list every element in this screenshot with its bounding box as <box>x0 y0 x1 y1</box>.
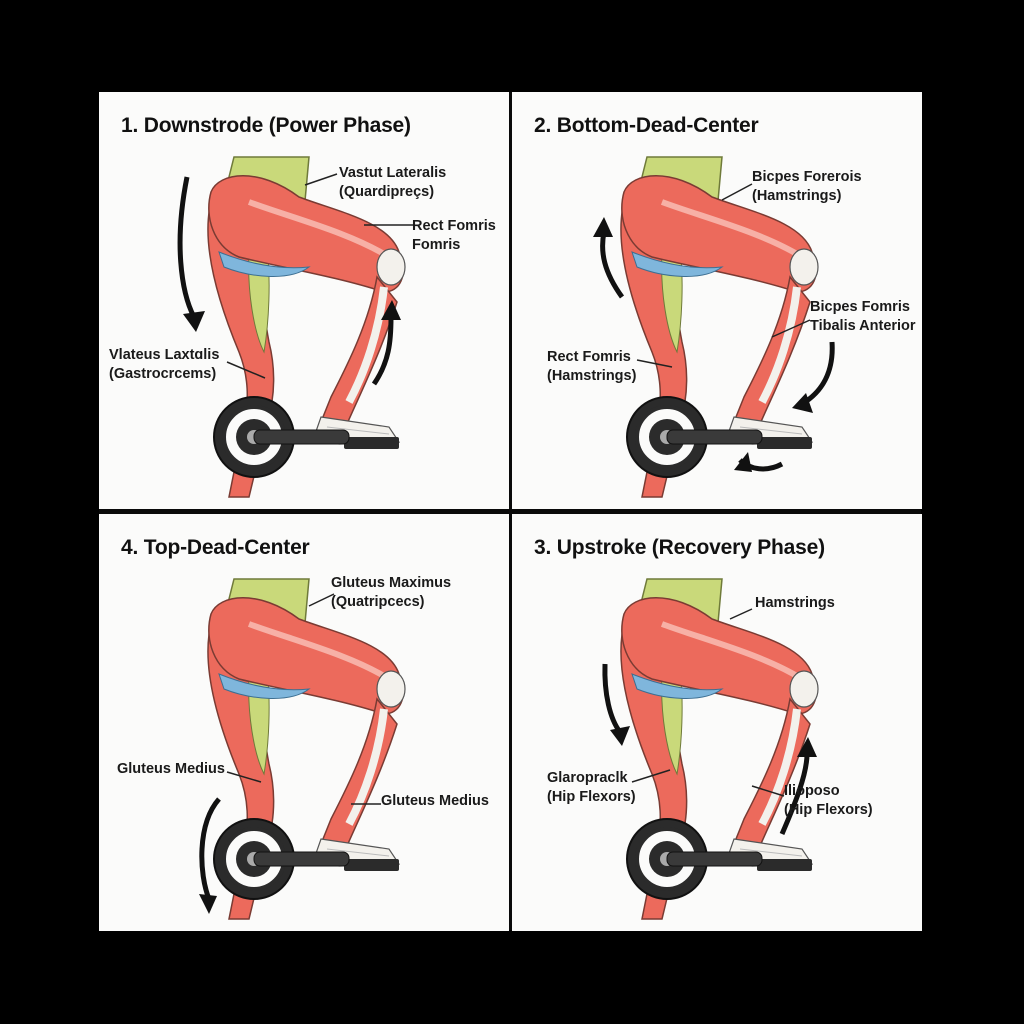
muscle-label: Vlateus Laxtɑlis(Gastrocrcems) <box>109 347 220 382</box>
down-arrow-head <box>610 726 630 746</box>
curve-arrow-head <box>199 894 217 914</box>
panel-bottom-dead-center: 2. Bottom-Dead-Center Bicpes Forerois(Ha… <box>512 92 922 509</box>
panel-top-dead-center: 4. Top-Dead-Center Gluteus Maximus(Quatr… <box>99 514 509 931</box>
panel-title: 1. Downstrode (Power Phase) <box>121 114 411 137</box>
up-arrow <box>371 316 394 386</box>
up-arrow <box>779 753 810 835</box>
up-arrow-head <box>593 217 613 237</box>
muscle-label: Gluteus Medius <box>117 761 225 777</box>
leg-illustration-downstroke <box>177 92 414 509</box>
leg-illustration-bottom-dead-center <box>593 92 835 509</box>
panel-title: 2. Bottom-Dead-Center <box>534 114 759 137</box>
up-arrow <box>600 231 625 299</box>
muscle-label: Vastut Lateralis(Quardipreçs) <box>339 165 447 200</box>
muscle-label: Glaropraclk(Hip Flexors) <box>547 770 636 805</box>
muscle-label: Gluteus Medius <box>381 793 489 809</box>
panel-title: 4. Top-Dead-Center <box>121 536 310 559</box>
down-arrow-head <box>792 393 813 413</box>
down-arrow <box>602 663 623 734</box>
leg-illustration-top-dead-center <box>199 514 509 931</box>
curve-arrow-head <box>734 452 752 472</box>
muscle-label: Bicpes Forerois(Hamstrings) <box>752 169 862 204</box>
curve-arrow <box>199 797 221 900</box>
leg-illustration-upstroke <box>602 514 922 931</box>
panel-upstroke: 3. Upstroke (Recovery Phase) Hamstrings … <box>512 514 922 931</box>
up-arrow-head <box>381 300 401 320</box>
muscle-label: Hamstrings <box>755 595 835 611</box>
down-arrow <box>177 176 197 319</box>
up-arrow-head <box>797 737 817 757</box>
panel-title: 3. Upstroke (Recovery Phase) <box>534 536 825 559</box>
panel-downstroke: 1. Downstrode (Power Phase) Vastut Later… <box>99 92 509 509</box>
down-arrow-head <box>183 311 205 332</box>
diagram-grid: 1. Downstrode (Power Phase) Vastut Later… <box>99 92 922 931</box>
muscle-label: Gluteus Maximus(Quatripcecs) <box>331 575 452 610</box>
muscle-label: Rect Fomris(Hamstrings) <box>547 349 637 384</box>
muscle-label: Iliopоso(Hip Flexors) <box>784 783 873 818</box>
